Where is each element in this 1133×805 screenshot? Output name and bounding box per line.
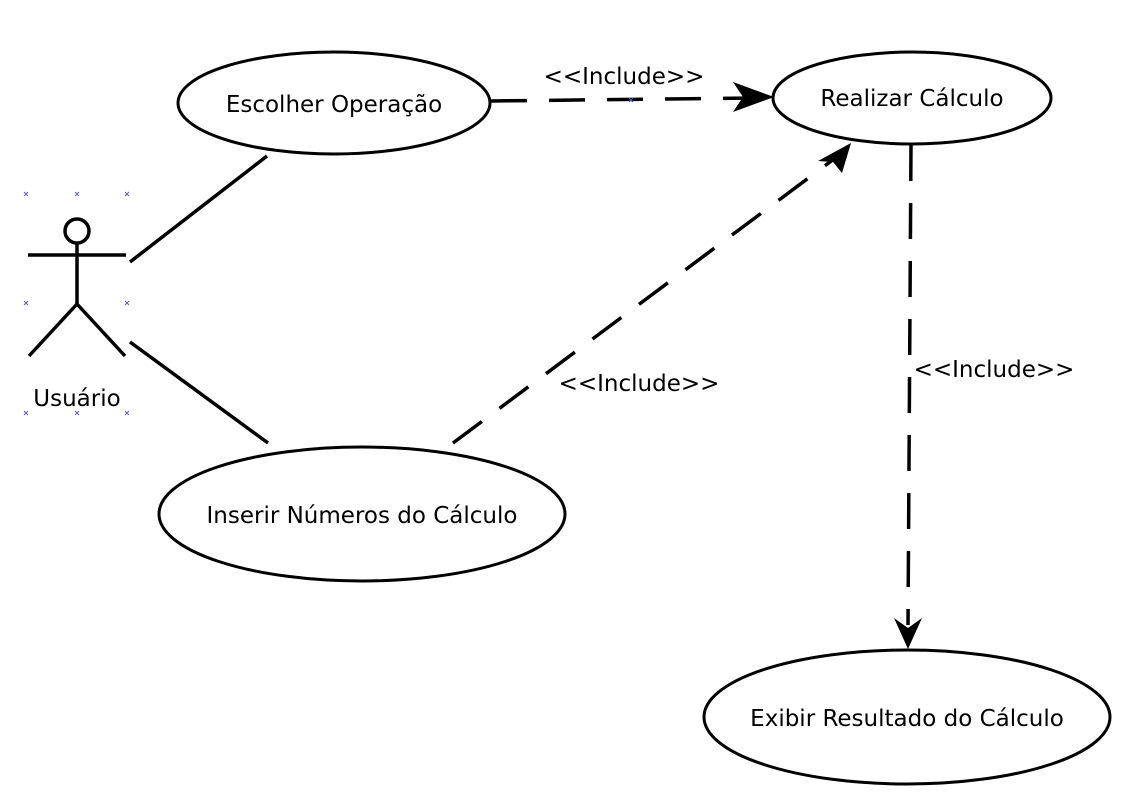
use-case-label: Escolher Operação [226, 92, 442, 118]
use-case-exibir-resultado[interactable]: Exibir Resultado do Cálculo [702, 648, 1112, 786]
use-case-label: Inserir Números do Cálculo [207, 503, 518, 529]
use-case-inserir-numeros[interactable]: Inserir Números do Cálculo [157, 445, 567, 583]
include-label-top: <<Include>> [544, 64, 705, 90]
actor-left-leg [27, 302, 79, 358]
include-realizar-to-exibir[interactable] [894, 144, 922, 649]
use-case-label: Exibir Resultado do Cálculo [750, 706, 1064, 732]
arrowhead-realizar-bottom [818, 143, 851, 173]
include-label-right: <<Include>> [914, 357, 1075, 383]
actor-right-leg [75, 302, 127, 358]
actor-selection-handles[interactable] [23, 97, 634, 416]
actor-label: Usuário [33, 386, 120, 412]
arrowhead-exibir-top [894, 618, 922, 649]
use-case-realizar-calculo[interactable]: Realizar Cálculo [771, 50, 1053, 146]
use-case-escolher-operacao[interactable]: Escolher Operação [176, 50, 492, 156]
association-escolher-operacao[interactable] [128, 154, 269, 264]
actor-usuario[interactable]: Usuário [27, 217, 127, 412]
arrowhead-realizar-left [733, 82, 774, 112]
actor-head [63, 217, 91, 245]
association-inserir-numeros[interactable] [128, 340, 270, 445]
include-label-middle: <<Include>> [559, 371, 720, 397]
include-inserir-to-realizar[interactable] [451, 143, 851, 445]
include-escolher-to-realizar[interactable] [490, 82, 774, 112]
use-case-label: Realizar Cálculo [820, 86, 1003, 112]
